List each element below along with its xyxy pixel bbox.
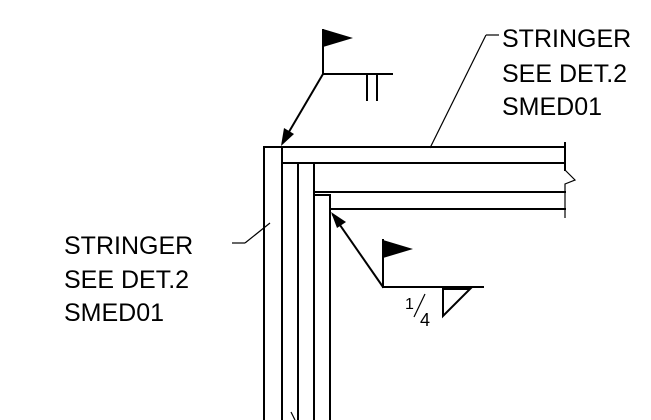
weld-size-denominator: 4 — [420, 310, 430, 330]
leader-arrowhead-icon — [281, 128, 294, 146]
stringer-note-left: STRINGER SEE DET.2 SMED01 — [64, 222, 271, 327]
note-left-line-1: STRINGER — [64, 232, 193, 260]
field-weld-flag-icon — [323, 29, 353, 47]
leader-arrowhead-icon — [331, 212, 346, 228]
horizontal-stringer — [281, 142, 577, 218]
stringer-note-right: STRINGER SEE DET.2 SMED01 — [429, 25, 631, 149]
field-weld-flag-icon — [383, 240, 413, 258]
weld-size-numerator: 1 — [405, 296, 414, 313]
note-right-line-3: SMED01 — [502, 93, 602, 121]
fillet-weld-icon — [442, 288, 473, 319]
note-right-line-2: SEE DET.2 — [502, 60, 627, 88]
note-right-line-1: STRINGER — [502, 25, 631, 53]
note-left-line-3: SMED01 — [64, 299, 164, 327]
note-left-line-2: SEE DET.2 — [64, 266, 189, 294]
break-mark — [290, 411, 296, 420]
vertical-stringer — [263, 146, 331, 420]
bottom-weld-symbol: 1 4 — [331, 212, 484, 330]
top-weld-symbol — [281, 29, 393, 146]
